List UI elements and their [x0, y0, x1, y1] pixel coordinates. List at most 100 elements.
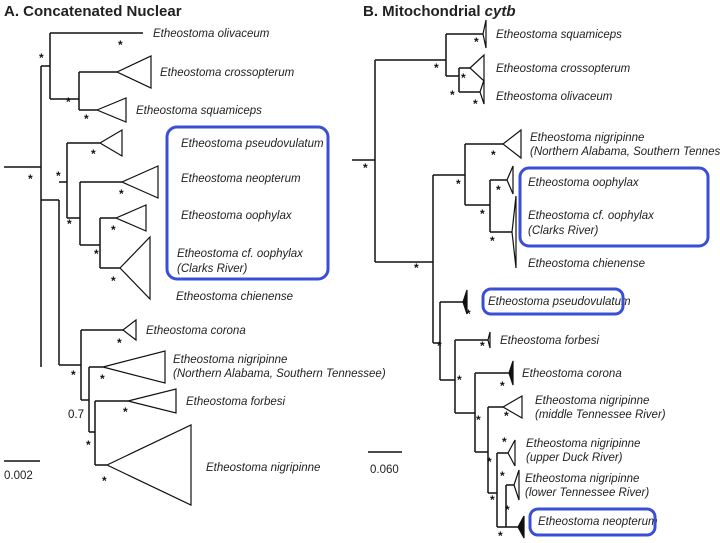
support-asterisk: * — [500, 379, 505, 393]
support-asterisk: * — [456, 177, 461, 191]
support-asterisk: * — [498, 529, 503, 543]
support-asterisk: * — [28, 172, 33, 186]
support-asterisk: * — [490, 493, 495, 507]
taxon-label: Etheostoma olivaceum — [496, 91, 613, 103]
support-asterisk: * — [473, 97, 478, 111]
taxon-label: Etheostoma nigripinne — [526, 438, 640, 450]
clade-nigripinne — [105, 424, 192, 506]
clade-pseudovulatum — [98, 128, 123, 158]
clade-crossopterum — [469, 53, 485, 83]
taxon-label: Etheostoma forbesi — [500, 335, 600, 347]
clade-corona — [122, 318, 137, 342]
clade-pseudovulatum — [462, 289, 468, 315]
taxon-label: (lower Tennessee River) — [525, 487, 649, 499]
support-asterisk: * — [94, 247, 99, 261]
panel-a-scale-bar: 0.002 — [4, 460, 40, 482]
highlight-box-nuclear — [165, 125, 330, 281]
support-asterisk: * — [111, 274, 116, 288]
taxon-label: Etheostoma cf. oophylax — [177, 248, 304, 260]
support-asterisk: * — [502, 435, 507, 449]
clade-squamiceps — [95, 97, 127, 123]
taxon-label: Etheostoma corona — [146, 325, 246, 337]
support-asterisk: * — [474, 35, 479, 49]
panel-b-taxon-labels: Etheostoma squamiceps Etheostoma crossop… — [488, 29, 720, 528]
support-asterisk: * — [56, 169, 61, 183]
taxon-label: Etheostoma nigripinne — [206, 462, 320, 474]
support-asterisk: * — [71, 368, 76, 382]
panel-a: A. Concatenated Nuclear — [4, 3, 386, 506]
clade-forbesi — [127, 388, 177, 414]
support-asterisk: * — [491, 148, 496, 162]
taxon-label: Etheostoma oophylax — [181, 210, 293, 222]
support-asterisk: * — [480, 339, 485, 353]
support-asterisk: * — [466, 307, 471, 321]
support-asterisk: * — [111, 223, 116, 237]
support-value: 0.7 — [68, 409, 84, 421]
taxon-label: Etheostoma chienense — [528, 258, 645, 270]
panel-b: B. Mitochondrial cytb — [352, 3, 720, 543]
taxon-label: Etheostoma squamiceps — [136, 105, 262, 117]
clade-chienense — [119, 235, 151, 301]
support-asterisk: * — [457, 373, 462, 387]
taxon-label: (middle Tennessee River) — [535, 409, 666, 421]
clade-neopterum — [120, 165, 159, 199]
support-asterisk: * — [86, 438, 91, 452]
panel-b-clades — [462, 19, 525, 539]
scale-label: 0.002 — [4, 470, 33, 482]
support-asterisk: * — [67, 217, 72, 231]
clade-chienense — [511, 195, 517, 269]
highlight-box-oophylax — [518, 166, 710, 248]
support-asterisk: * — [102, 474, 107, 488]
support-asterisk: * — [487, 455, 492, 469]
clade-corona — [508, 360, 514, 386]
panel-a-title: A. Concatenated Nuclear — [4, 3, 182, 20]
support-asterisk: * — [117, 336, 122, 350]
panel-b-title: B. Mitochondrial cytb — [363, 3, 516, 20]
taxon-label: Etheostoma olivaceum — [153, 28, 270, 40]
support-asterisk: * — [118, 38, 123, 52]
panel-a-support-values: * * * * * * * * * * * * * * * * 0.7 * * — [28, 38, 128, 488]
support-asterisk: * — [504, 409, 509, 423]
support-asterisk: * — [66, 95, 71, 109]
taxon-label: Etheostoma pseudovulatum — [181, 138, 324, 150]
support-asterisk: * — [480, 207, 485, 221]
taxon-label: Etheostoma crossopterum — [160, 67, 295, 79]
support-asterisk: * — [414, 261, 419, 275]
clade-nigripinne-duck — [507, 439, 516, 467]
panel-a-taxon-labels: Etheostoma olivaceum Etheostoma crossopt… — [136, 28, 386, 474]
support-asterisk: * — [119, 187, 124, 201]
support-asterisk: * — [450, 88, 455, 102]
taxon-label: Etheostoma squamiceps — [496, 29, 622, 41]
support-asterisk: * — [500, 469, 505, 483]
support-asterisk: * — [100, 372, 105, 386]
taxon-label: (Clarks River) — [528, 225, 598, 237]
panel-b-support-values: * * * * * * * * * * * * * * * * * * * * … — [363, 35, 510, 543]
taxon-label: Etheostoma nigripinne — [530, 132, 644, 144]
taxon-label: Etheostoma nigripinne — [535, 395, 649, 407]
taxon-label: (Northern Alabama, Southern Tennessee) — [173, 368, 386, 380]
support-asterisk: * — [434, 61, 439, 75]
panel-b-branches — [352, 33, 518, 528]
taxon-label: Etheostoma chienense — [176, 291, 293, 303]
panel-a-branches — [4, 32, 143, 466]
support-asterisk: * — [461, 71, 466, 85]
support-asterisk: * — [496, 183, 501, 197]
highlight-box-neopterum — [528, 507, 657, 537]
highlight-box-pseudovulatum — [481, 287, 625, 316]
panel-b-scale-bar: 0.060 — [368, 451, 402, 476]
support-asterisk: * — [476, 413, 481, 427]
taxon-label: (upper Duck River) — [526, 452, 623, 464]
taxon-label: Etheostoma pseudovulatum — [488, 296, 631, 308]
taxon-label: Etheostoma corona — [522, 368, 622, 380]
taxon-label: Etheostoma nigripinne — [173, 354, 287, 366]
support-asterisk: * — [363, 161, 368, 175]
taxon-label: Etheostoma forbesi — [186, 396, 286, 408]
support-asterisk: * — [490, 234, 495, 248]
taxon-label: Etheostoma oophylax — [528, 177, 640, 189]
clade-squamiceps — [482, 19, 487, 49]
support-asterisk: * — [437, 339, 442, 353]
clade-oophylax — [114, 204, 147, 232]
taxon-label: (Clarks River) — [177, 263, 247, 275]
support-asterisk: * — [91, 147, 96, 161]
support-asterisk: * — [39, 51, 44, 65]
